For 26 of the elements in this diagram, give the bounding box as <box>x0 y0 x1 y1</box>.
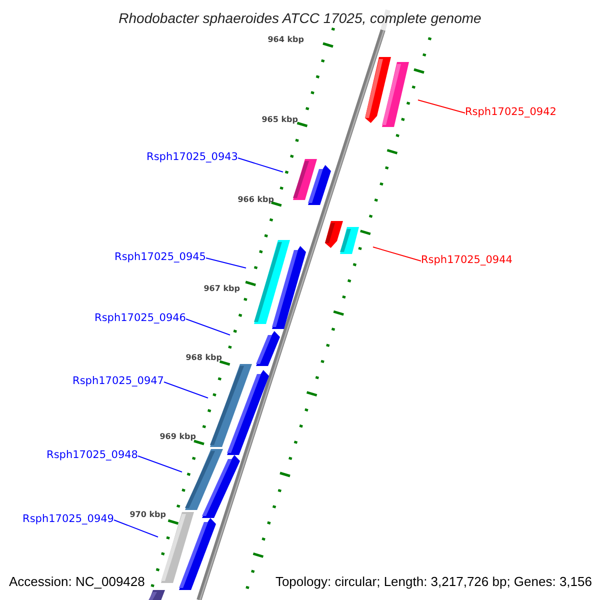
accession-note: Accession: NC_009428 <box>9 574 145 590</box>
leader-line <box>114 520 158 538</box>
gene-label: Rsph17025_0944 <box>421 253 512 267</box>
leader-line <box>206 258 246 268</box>
scale-label: 969 kbp <box>160 432 196 442</box>
scale-label: 967 kbp <box>204 284 240 294</box>
leader-line <box>418 100 466 114</box>
diagram-title: Rhodobacter sphaeroides ATCC 17025, complete genome <box>118 9 482 27</box>
leader-line <box>164 382 208 398</box>
gene-label: Rsph17025_0943 <box>146 150 238 164</box>
leader-line <box>138 456 182 472</box>
scale-label: 966 kbp <box>238 195 274 205</box>
gene-label: Rsph17025_0949 <box>22 512 114 526</box>
scale-label: 964 kbp <box>268 35 304 45</box>
gene-label: Rsph17025_0948 <box>46 448 138 462</box>
scale-label: 970 kbp <box>130 510 166 520</box>
scale-label: 965 kbp <box>262 115 298 125</box>
gene-label: Rsph17025_0945 <box>114 250 206 264</box>
genome-info-note: Topology: circular; Length: 3,217,726 bp; Genes: 3,156 <box>275 574 592 590</box>
gene-label: Rsph17025_0947 <box>72 374 164 388</box>
leader-line <box>238 158 284 172</box>
gene-label: Rsph17025_0942 <box>465 105 556 119</box>
leader-line <box>186 318 230 336</box>
leader-line <box>372 246 422 262</box>
scale-label: 968 kbp <box>186 353 222 363</box>
gene-label: Rsph17025_0946 <box>94 311 186 325</box>
